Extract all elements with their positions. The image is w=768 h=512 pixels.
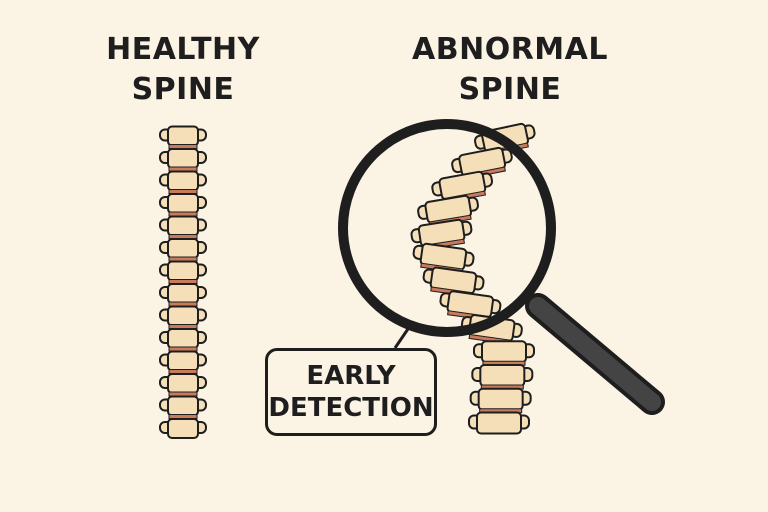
vertebra <box>159 238 207 262</box>
early-detection-callout: EARLY DETECTION <box>265 348 437 436</box>
vertebra <box>159 328 207 352</box>
disc <box>168 256 198 262</box>
disc <box>168 166 198 172</box>
vertebra <box>159 283 207 307</box>
disc <box>168 391 198 397</box>
vertebra-body <box>167 305 199 327</box>
vertebra-body <box>167 125 199 147</box>
title-line: SPINE <box>458 72 562 107</box>
disc <box>168 279 198 284</box>
magnifier-lens <box>338 119 556 337</box>
vertebra <box>439 290 502 322</box>
vertebra <box>469 387 532 414</box>
vertebra <box>159 305 207 329</box>
vertebra <box>468 411 530 435</box>
healthy-spine-title: HEALTHY SPINE <box>83 30 283 110</box>
disc <box>168 189 198 194</box>
vertebra <box>471 364 534 390</box>
magnifier-handle-inner <box>529 297 661 411</box>
disc <box>168 346 198 352</box>
vertebra <box>159 215 207 239</box>
vertebra <box>159 193 207 217</box>
vertebra <box>159 373 207 397</box>
callout-line: DETECTION <box>268 393 434 423</box>
vertebra-body <box>167 238 199 259</box>
vertebra-body <box>479 364 526 387</box>
vertebra-body <box>167 350 199 372</box>
vertebra-body <box>167 418 199 439</box>
vertebra-body <box>477 387 524 411</box>
title-line: SPINE <box>131 72 235 107</box>
disc <box>168 324 198 329</box>
healthy-spine <box>159 125 207 439</box>
vertebra <box>159 125 207 149</box>
vertebra-body <box>476 411 522 435</box>
disc <box>168 211 198 217</box>
vertebra-body <box>167 373 199 394</box>
vertebra <box>159 395 207 419</box>
callout-pointer <box>393 325 412 349</box>
disc <box>168 301 198 307</box>
vertebra-body <box>167 148 199 169</box>
abnormal-spine <box>410 122 536 435</box>
disc <box>168 234 198 239</box>
vertebra-body <box>167 260 199 282</box>
title-line: ABNORMAL <box>412 32 608 67</box>
callout-line: EARLY <box>306 361 396 391</box>
magnifying-glass-icon <box>338 119 665 415</box>
vertebra <box>159 260 207 284</box>
vertebra <box>473 340 535 366</box>
abnormal-spine-title: ABNORMAL SPINE <box>395 30 625 110</box>
vertebra-body <box>167 193 199 214</box>
vertebra-body <box>167 215 199 237</box>
vertebra <box>159 148 207 172</box>
title-line: HEALTHY <box>106 32 260 67</box>
vertebra-body <box>481 340 527 364</box>
vertebra <box>159 350 207 374</box>
vertebra <box>159 170 207 194</box>
vertebra-body <box>167 170 199 192</box>
disc <box>168 414 198 419</box>
disc <box>168 144 198 149</box>
vertebra-body <box>167 328 199 349</box>
disc <box>168 369 198 374</box>
vertebra-body <box>167 395 199 417</box>
vertebra <box>422 266 485 298</box>
vertebra-body <box>167 283 199 304</box>
vertebra <box>159 418 207 439</box>
